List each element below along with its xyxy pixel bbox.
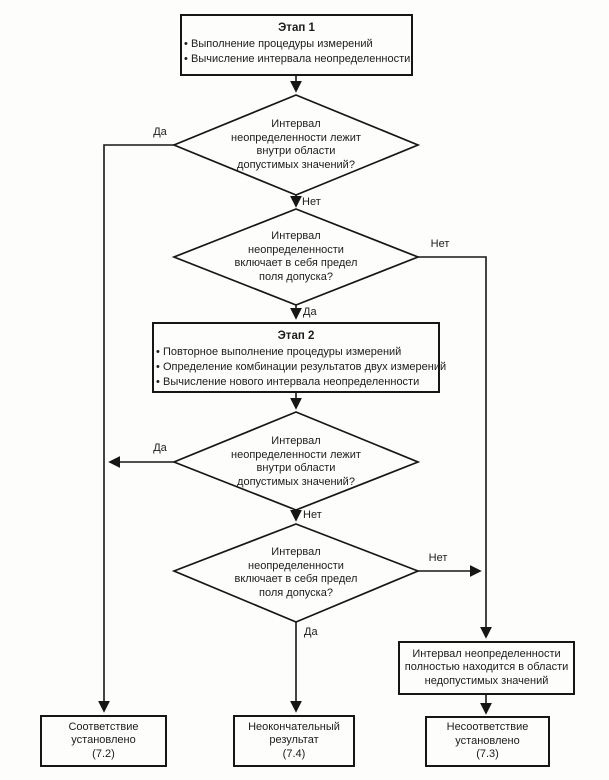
- outcome-nonconformity-text: Несоответствие установлено (7.3): [446, 721, 529, 761]
- decision3-diamond: [171, 411, 421, 511]
- decision4-diamond: [171, 523, 421, 623]
- stage1-box: Этап 1 Выполнение процедуры измерений Вы…: [180, 14, 413, 76]
- edge-decision2-no-rail: [418, 256, 492, 639]
- label-decision4-yes: Да: [304, 626, 318, 638]
- label-decision4-no: Нет: [428, 552, 448, 564]
- decision1-text: Интервал неопределенности лежит внутри о…: [231, 118, 361, 171]
- stage1-bullet: Выполнение процедуры измерений: [182, 37, 411, 52]
- decision1-diamond: [171, 94, 421, 196]
- label-decision3-no: Нет: [303, 509, 322, 521]
- stage2-bullet: Определение комбинации результатов двух …: [154, 360, 446, 375]
- decision2-diamond: [171, 208, 421, 306]
- outcome-conformity-box: Соответствие установлено (7.2): [40, 715, 167, 767]
- stage1-bullet-list: Выполнение процедуры измерений Вычислени…: [182, 37, 411, 67]
- stage2-bullet: Вычисление нового интервала неопределенн…: [154, 375, 438, 390]
- label-decision1-yes: Да: [153, 126, 167, 138]
- label-decision2-no: Нет: [430, 238, 450, 250]
- outcome-inconclusive-box: Неокончательный результат (7.4): [233, 715, 355, 767]
- stage2-bullet: Повторное выполнение процедуры измерений: [154, 345, 438, 360]
- outcome-conformity-text: Соответствие установлено (7.2): [68, 720, 139, 760]
- label-decision1-no: Нет: [302, 196, 321, 208]
- edge-decision1-yes-rail: [98, 144, 174, 713]
- inadmissible-region-box: Интервал неопределенности полностью нахо…: [398, 641, 575, 695]
- inadmissible-region-text: Интервал неопределенности полностью нахо…: [404, 647, 569, 687]
- outcome-inconclusive-text: Неокончательный результат (7.4): [248, 720, 340, 760]
- label-decision2-yes: Да: [303, 306, 317, 318]
- stage1-bullet: Вычисление интервала неопределенности: [182, 52, 411, 67]
- decision4-text: Интервал неопределенности включает в себ…: [234, 546, 358, 599]
- outcome-nonconformity-box: Несоответствие установлено (7.3): [425, 716, 550, 767]
- stage2-bullet-list: Повторное выполнение процедуры измерений…: [154, 345, 446, 390]
- decision3-text: Интервал неопределенности лежит внутри о…: [231, 435, 361, 488]
- stage2-title: Этап 2: [277, 330, 315, 342]
- stage1-title: Этап 1: [278, 22, 315, 34]
- label-decision3-yes: Да: [153, 442, 167, 454]
- decision2-text: Интервал неопределенности включает в себ…: [234, 230, 358, 283]
- stage2-box: Этап 2 Повторное выполнение процедуры из…: [152, 322, 446, 393]
